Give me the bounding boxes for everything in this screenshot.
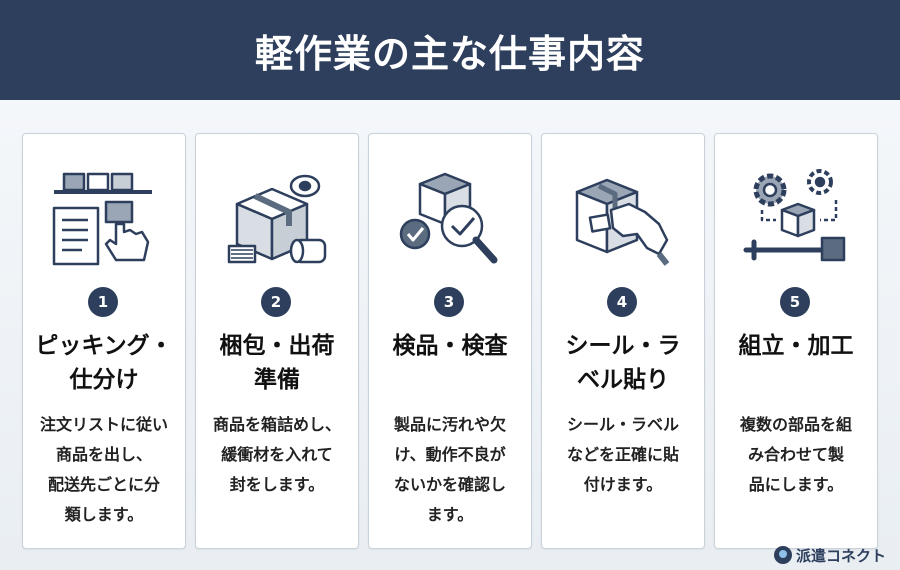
logo-mark-icon [773, 546, 792, 564]
card-title: ピッキング・ 仕分け [35, 333, 173, 393]
card-description: シール・ラベル などを正確に貼 付けます。 [566, 415, 679, 494]
assembly-icon [743, 169, 846, 262]
logo-text: 派遣コネクト [795, 546, 886, 565]
task-card-assembly: 5 組立・加工 複数の部品を組 み合わせて製 品にします。 [714, 133, 878, 549]
card-title: シール・ラ ベル貼り [565, 333, 681, 393]
picking-icon [52, 172, 152, 266]
card-title: 検品・検査 [392, 333, 508, 359]
labeling-icon [575, 178, 670, 266]
step-number-2: 2 [261, 287, 291, 317]
inspection-icon [399, 172, 498, 264]
task-card-list: 1 ピッキング・ 仕分け 注文リストに従い 商品を出し、 配送先ごとに分 類しま… [22, 133, 878, 549]
step-number-4: 4 [607, 287, 637, 317]
step-number-1: 1 [88, 287, 118, 317]
step-number-5: 5 [780, 287, 810, 317]
brand-logo: 派遣コネクト [773, 544, 886, 566]
step-number-3: 3 [434, 287, 464, 317]
card-description: 注文リストに従い 商品を出し、 配送先ごとに分 類します。 [39, 415, 168, 524]
task-card-inspection: 3 検品・検査 製品に汚れや欠 け、動作不良が ないかを確認し ます。 [368, 133, 532, 549]
card-title: 梱包・出荷 準備 [219, 333, 335, 393]
card-description: 製品に汚れや欠 け、動作不良が ないかを確認し ます。 [393, 415, 506, 524]
card-description: 商品を箱詰めし、 緩衝材を入れて 封をします。 [212, 415, 341, 494]
packing-icon [227, 174, 327, 264]
page-title: 軽作業の主な仕事内容 [254, 31, 645, 76]
card-description: 複数の部品を組 み合わせて製 品にします。 [739, 415, 852, 494]
task-card-packing: 2 梱包・出荷 準備 商品を箱詰めし、 緩衝材を入れて 封をします。 [195, 133, 359, 549]
task-card-picking: 1 ピッキング・ 仕分け 注文リストに従い 商品を出し、 配送先ごとに分 類しま… [22, 133, 186, 549]
card-title: 組立・加工 [738, 333, 854, 359]
task-card-labeling: 4 シール・ラ ベル貼り シール・ラベル などを正確に貼 付けます。 [541, 133, 705, 549]
header-banner: 軽作業の主な仕事内容 [0, 0, 900, 100]
